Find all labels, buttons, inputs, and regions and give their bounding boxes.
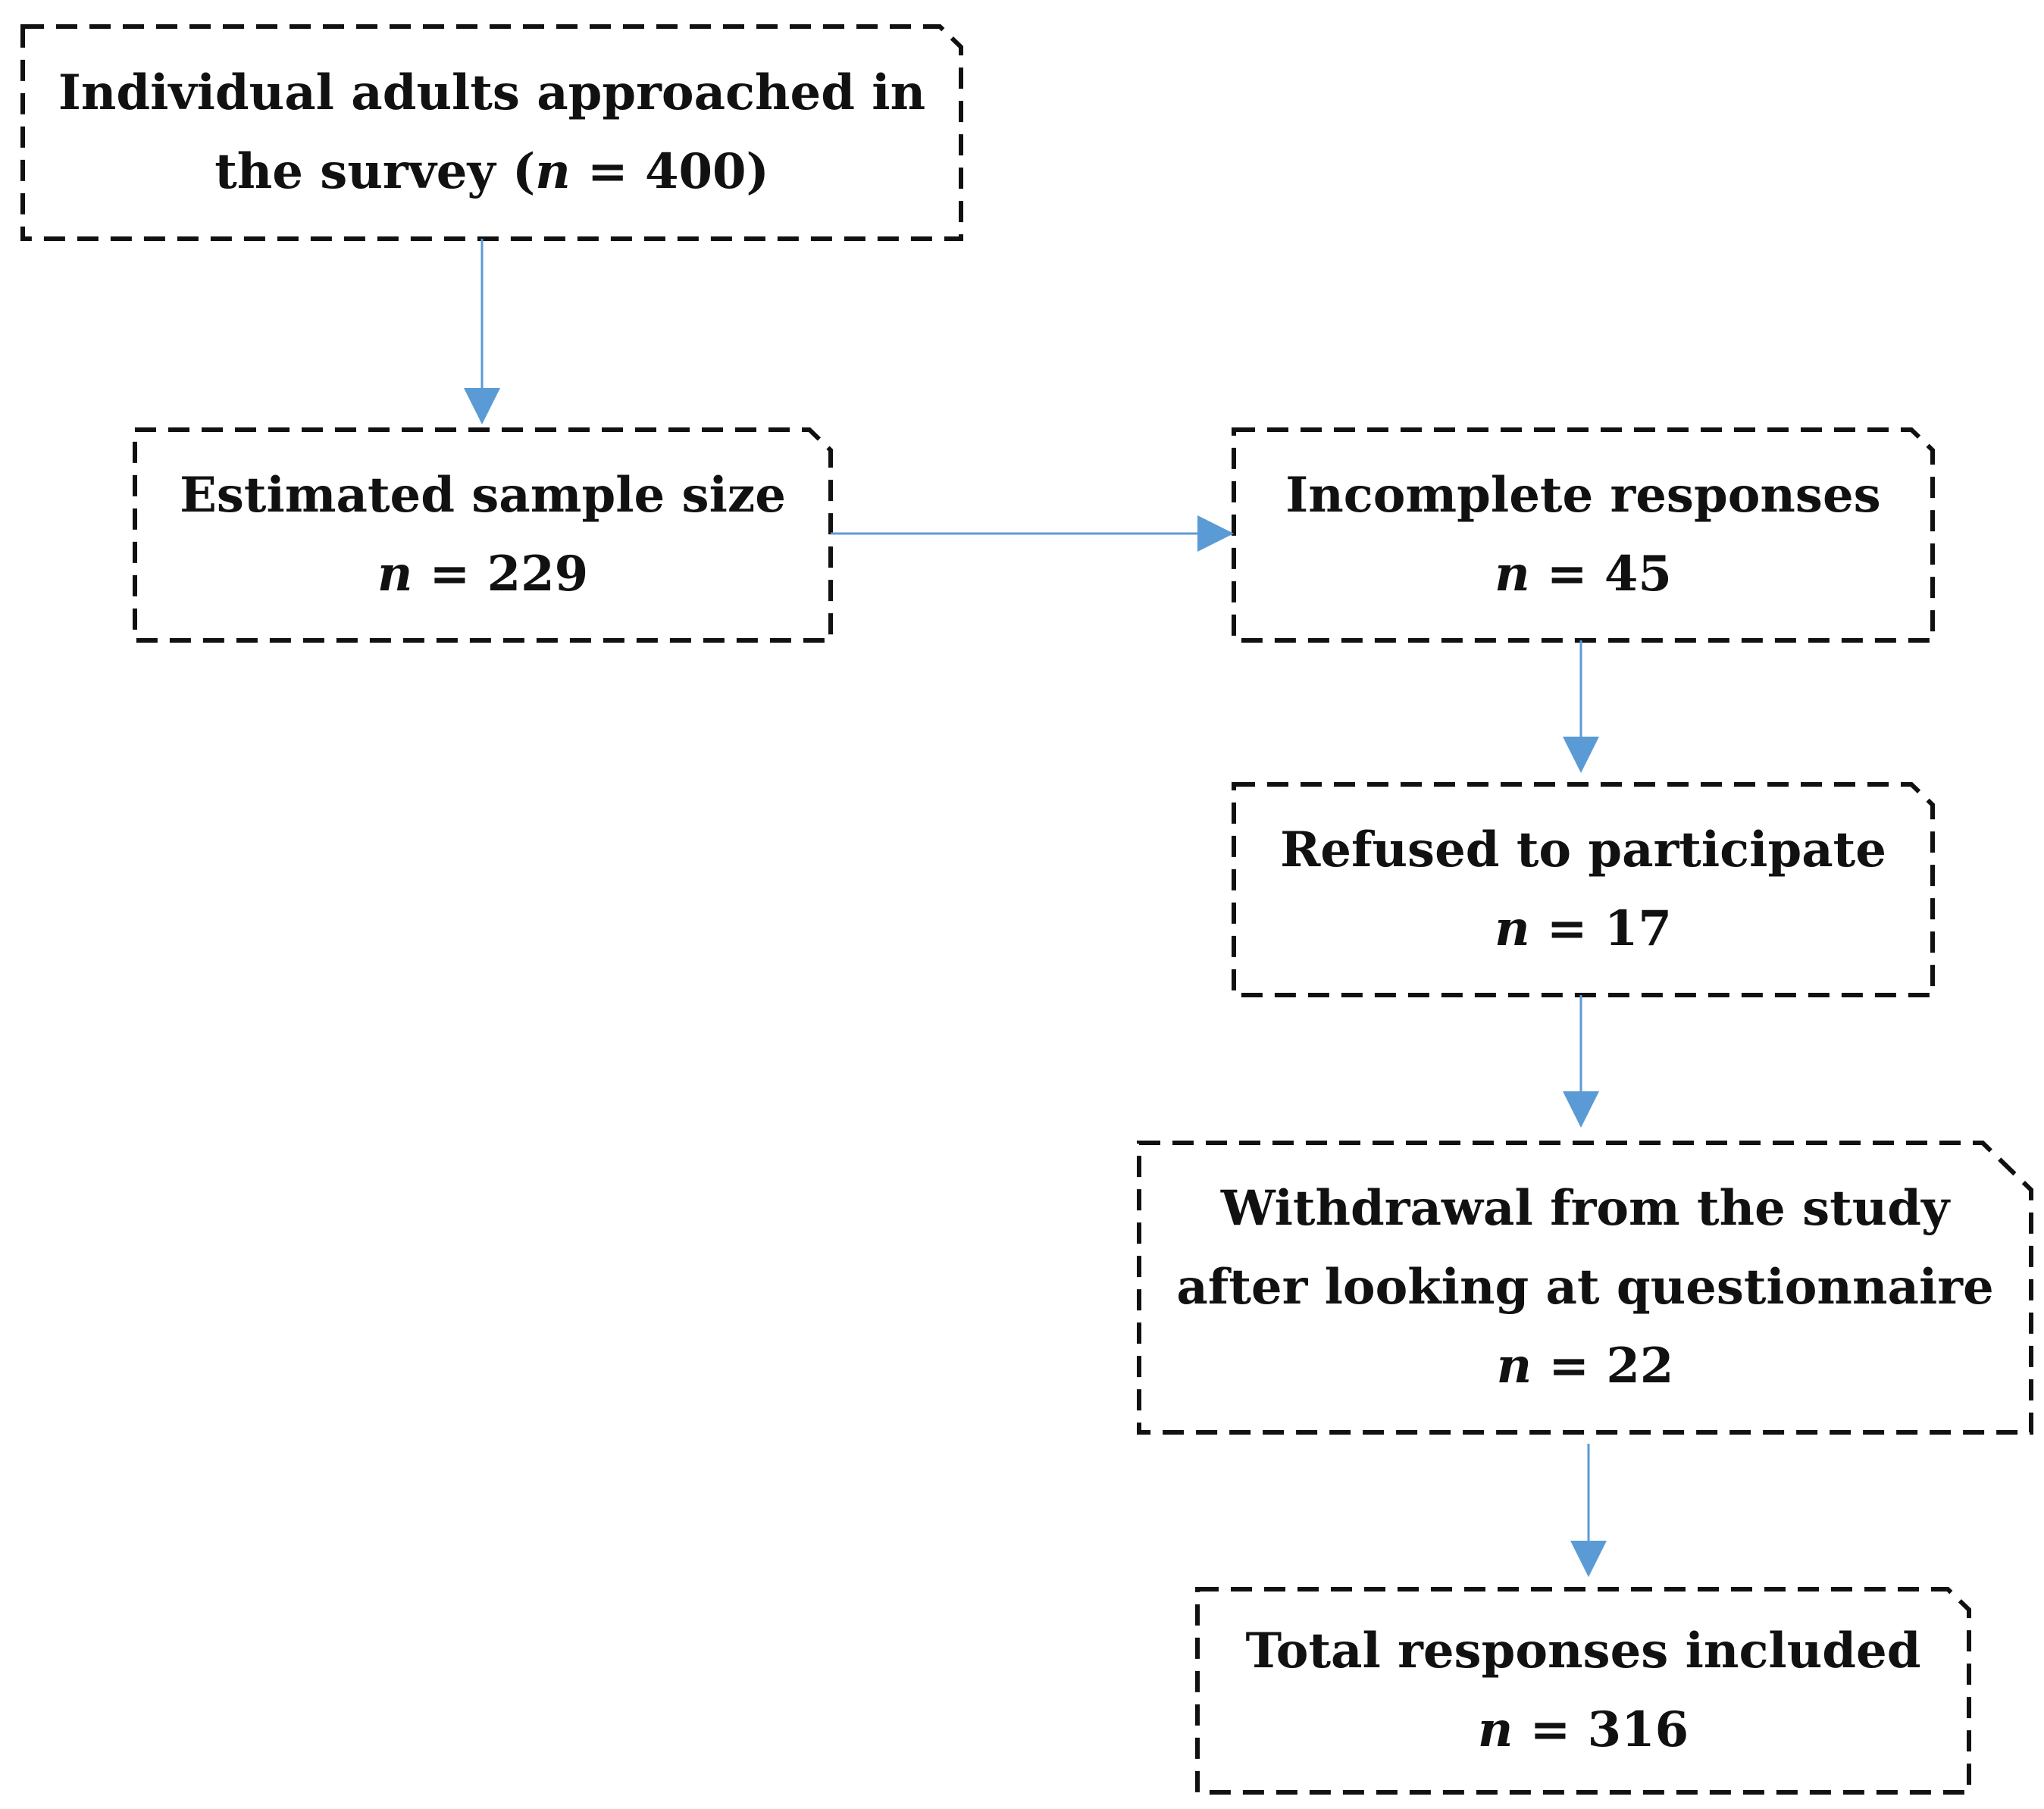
box-total-label: Total responses included — [1245, 1623, 1921, 1679]
box-withdrawal-count: n = 22 — [1497, 1327, 1674, 1406]
arrowhead-estimated-to-incomplete — [1197, 515, 1234, 552]
box-withdrawal-n-symbol: n — [1496, 1338, 1532, 1394]
box-estimated-n-symbol: n — [377, 546, 413, 602]
box-incomplete-n-value: = 45 — [1529, 546, 1672, 602]
box-refused-count: n = 17 — [1495, 890, 1672, 969]
box-estimated-label: Estimated sample size — [180, 467, 786, 524]
box-withdrawal-line2: after looking at questionnaire — [1176, 1259, 1994, 1316]
arrowhead-withdrawal-to-total — [1570, 1541, 1607, 1577]
box-incomplete-label: Incomplete responses — [1285, 467, 1881, 524]
box-approached-line2-suffix: = 400) — [570, 143, 769, 200]
box-total-n-value: = 316 — [1513, 1701, 1689, 1758]
box-approached: Individual adults approached in the surv… — [23, 27, 961, 239]
box-withdrawal: Withdrawal from the study after looking … — [1139, 1143, 2031, 1432]
box-total-outline — [1195, 1587, 1971, 1795]
box-refused-n-symbol: n — [1495, 900, 1530, 957]
box-approached-line2-prefix: the survey ( — [214, 143, 536, 200]
box-refused-n-value: = 17 — [1529, 900, 1672, 957]
box-estimated: Estimated sample size n = 229 — [135, 430, 831, 640]
arrowhead-incomplete-to-refused — [1563, 737, 1599, 773]
box-incomplete: Incomplete responses n = 45 — [1234, 430, 1933, 640]
box-approached-line2: the survey (n = 400) — [214, 133, 769, 211]
box-refused-label: Refused to participate — [1280, 822, 1886, 878]
box-approached-outline — [20, 24, 963, 241]
box-incomplete-count: n = 45 — [1495, 535, 1672, 614]
box-approached-n-symbol: n — [535, 143, 571, 200]
box-refused-outline — [1232, 782, 1935, 997]
box-approached-line1: Individual adults approached in — [58, 64, 926, 121]
box-total-n-symbol: n — [1477, 1701, 1513, 1758]
arrowhead-refused-to-withdrawal — [1563, 1091, 1599, 1128]
box-total: Total responses included n = 316 — [1197, 1589, 1969, 1792]
box-withdrawal-line1: Withdrawal from the study — [1220, 1180, 1950, 1237]
box-incomplete-outline — [1232, 427, 1935, 643]
box-estimated-count: n = 229 — [377, 535, 588, 614]
box-withdrawal-outline — [1137, 1141, 2033, 1435]
arrowhead-approached-to-estimated — [464, 388, 500, 424]
box-refused: Refused to participate n = 17 — [1234, 784, 1933, 995]
box-incomplete-n-symbol: n — [1495, 546, 1530, 602]
box-withdrawal-n-value: = 22 — [1532, 1338, 1674, 1394]
box-estimated-n-value: = 229 — [412, 546, 589, 602]
box-total-count: n = 316 — [1478, 1691, 1689, 1770]
